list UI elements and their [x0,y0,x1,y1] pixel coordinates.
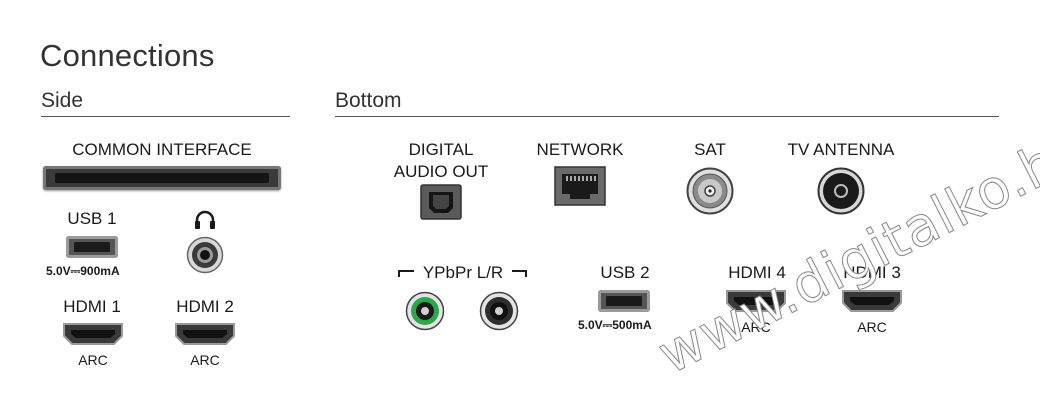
hdmi1-arc: ARC [78,352,108,368]
hdmi4-port-icon [726,290,786,312]
sat-label: SAT [694,140,726,159]
ypbpr-label: YPbPr L/R [422,263,504,282]
ypbpr-green-jack [405,291,445,331]
hdmi1-label: HDMI 1 [63,297,121,316]
hdmi4-label: HDMI 4 [728,263,786,282]
bottom-heading: Bottom [335,89,402,112]
usb1-label: USB 1 [67,209,117,228]
ethernet-port-icon [554,166,606,206]
audio-lr-jack [479,291,519,331]
tv-antenna-label: TV ANTENNA [787,140,895,159]
bottom-divider [335,116,999,117]
usb1-rating: 5.0V⎓900mA [46,264,120,278]
hdmi1-port-icon [63,323,123,345]
usb1-port-icon [66,236,118,258]
hdmi2-arc: ARC [190,352,220,368]
digital-audio-label-line2: AUDIO OUT [393,162,489,181]
hdmi3-port-icon [842,290,902,312]
network-label: NETWORK [536,140,624,159]
usb2-port-icon [598,290,650,312]
tv-antenna-port-icon [817,167,865,215]
optical-port-icon [420,184,462,220]
side-heading: Side [41,89,84,112]
hdmi4-arc: ARC [741,319,771,335]
common-interface-label: COMMON INTERFACE [72,140,252,159]
page-title: Connections [40,38,215,73]
headphones-icon [195,210,215,229]
hdmi3-label: HDMI 3 [843,263,901,282]
side-divider [41,116,290,117]
hdmi3-arc: ARC [857,319,887,335]
usb2-label: USB 2 [600,263,650,282]
headphone-jack [186,236,224,274]
common-interface-slot [43,166,281,190]
sat-port-icon [686,167,734,215]
hdmi2-label: HDMI 2 [176,297,234,316]
ypbpr-bracket [398,270,527,277]
usb2-rating: 5.0V⎓500mA [578,318,652,332]
digital-audio-label-line1: DIGITAL [408,140,474,159]
hdmi2-port-icon [175,323,235,345]
